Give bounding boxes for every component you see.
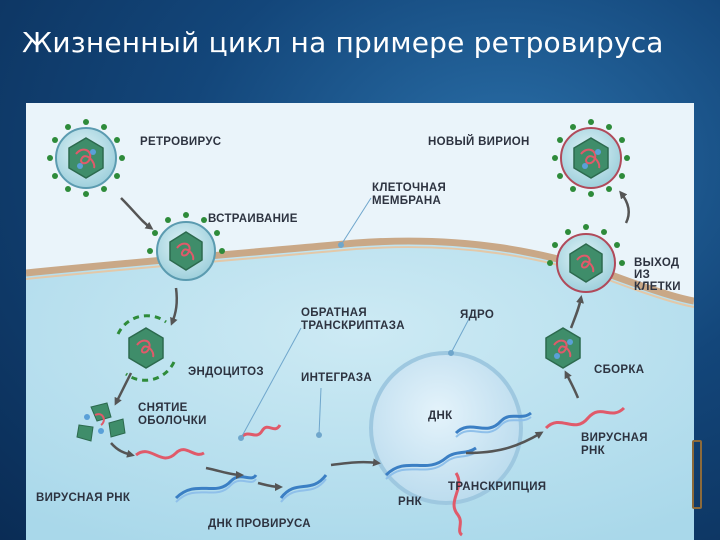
retrovirus-life-cycle-diagram: РЕТРОВИРУС НОВЫЙ ВИРИОН КЛЕТОЧНАЯ МЕМБРА… xyxy=(26,103,694,540)
assembly-capsid xyxy=(545,327,581,369)
arrow-to-nucleus xyxy=(330,458,381,467)
arrow-assembly xyxy=(564,370,580,399)
leader-nucleus xyxy=(450,314,472,354)
endocytosis-capsid xyxy=(116,314,176,382)
label-reverse-transcriptase-2: ТРАНСКРИПТАЗА xyxy=(301,320,405,332)
cytoplasm xyxy=(26,241,694,540)
label-exit-2: ИЗ xyxy=(634,269,650,281)
slide-title: Жизненный цикл на примере ретровируса xyxy=(22,26,664,59)
leader-rt xyxy=(240,327,302,439)
label-viral-rna-right-2: РНК xyxy=(581,445,606,457)
leader-membrane xyxy=(340,197,372,246)
label-new-virion: НОВЫЙ ВИРИОН xyxy=(428,135,530,148)
budding-virus xyxy=(547,224,625,293)
label-exit-3: КЛЕТКИ xyxy=(634,281,681,293)
arrow-attach xyxy=(120,197,154,230)
nuclear-dna-top xyxy=(454,411,532,435)
label-rna: РНК xyxy=(398,496,423,508)
provirus-dna-2 xyxy=(279,474,328,499)
rt-rna xyxy=(239,424,282,440)
label-retrovirus: РЕТРОВИРУС xyxy=(140,136,221,148)
attaching-virus xyxy=(147,212,225,281)
label-viral-rna-left: ВИРУСНАЯ РНК xyxy=(36,492,131,504)
arrow-int xyxy=(257,481,283,491)
label-assembly: СБОРКА xyxy=(594,364,644,376)
label-attachment: ВСТРАИВАНИЕ xyxy=(208,213,298,225)
arrow-bud xyxy=(569,295,584,329)
arrow-exit xyxy=(619,190,630,224)
label-uncoating-1: СНЯТИЕ xyxy=(138,402,188,414)
arrow-rt xyxy=(205,466,244,479)
nucleus-rna xyxy=(452,472,464,537)
arrow-endocytosis xyxy=(170,287,179,326)
label-uncoating-2: ОБОЛОЧКИ xyxy=(138,415,207,427)
label-dna: ДНК xyxy=(428,410,453,422)
viral-rna-cytoplasm xyxy=(135,448,205,460)
label-exit-1: ВЫХОД xyxy=(634,257,679,269)
leader-integrase xyxy=(318,387,322,436)
label-transcription: ТРАНСКРИПЦИЯ xyxy=(448,481,546,493)
arrow-rna xyxy=(110,442,135,458)
label-integrase: ИНТЕГРАЗА xyxy=(301,372,372,384)
label-nucleus: ЯДРО xyxy=(460,309,494,321)
new-viral-rna xyxy=(544,406,626,430)
uncoating-fragments xyxy=(76,402,126,442)
label-cell-membrane-2: МЕМБРАНА xyxy=(372,195,441,207)
slide-decoration xyxy=(692,440,702,509)
label-provirus-dna: ДНК ПРОВИРУСА xyxy=(208,518,311,530)
new-virion xyxy=(552,119,630,197)
label-endocytosis: ЭНДОЦИТОЗ xyxy=(188,366,264,378)
retrovirus-particle xyxy=(47,119,125,197)
provirus-dna-1 xyxy=(174,473,258,500)
arrow-uncoat xyxy=(114,372,133,406)
arrow-transcription xyxy=(465,431,544,455)
label-viral-rna-right-1: ВИРУСНАЯ xyxy=(581,432,648,444)
label-cell-membrane-1: КЛЕТОЧНАЯ xyxy=(372,182,446,194)
label-reverse-transcriptase-1: ОБРАТНАЯ xyxy=(301,307,367,319)
